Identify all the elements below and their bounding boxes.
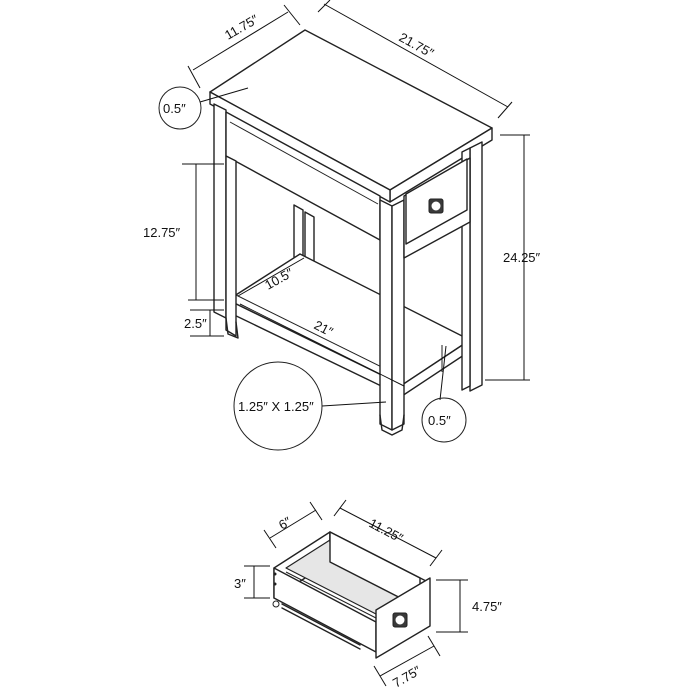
drawer-slide-rail bbox=[281, 603, 361, 646]
drawer-rail-screw-icon bbox=[272, 600, 280, 608]
drawer-width-tick-a bbox=[373, 665, 387, 687]
apron-line bbox=[229, 121, 379, 205]
length-dim-tick-b bbox=[497, 101, 513, 119]
drawer-inner-edge bbox=[285, 571, 377, 619]
back-right-leg bbox=[293, 204, 304, 263]
drawer-width-label: 7.75″ bbox=[390, 662, 424, 690]
drawer-length-dim-line bbox=[339, 507, 437, 559]
top-thickness-label: 0.5″ bbox=[163, 101, 186, 116]
back-left-leg bbox=[213, 103, 227, 319]
tabletop-left-edge bbox=[209, 91, 391, 203]
shelf-line bbox=[235, 294, 405, 379]
drawer-pull-ring-icon bbox=[431, 201, 441, 211]
drawer-front-label: 4.75″ bbox=[472, 599, 502, 614]
drawer-side-label: 3″ bbox=[234, 576, 246, 591]
depth-dim-tick-a bbox=[187, 65, 201, 89]
drawer-depth-dim-line bbox=[269, 509, 317, 539]
depth-dim-line bbox=[192, 11, 289, 71]
shelf-thickness-label: 0.5″ bbox=[428, 413, 451, 428]
length-dim-line bbox=[323, 3, 509, 108]
drawer-width-tick-b bbox=[427, 635, 441, 657]
drawer-length-label: 11.25″ bbox=[367, 515, 406, 545]
table-dimension-lines bbox=[182, 0, 530, 407]
drawer-length-tick-a bbox=[333, 499, 347, 517]
drawer-front-pull-ring-icon bbox=[395, 615, 405, 625]
drawer-dot-icon-b bbox=[273, 582, 277, 586]
drawer-dot-icon-a bbox=[273, 572, 277, 576]
depth-label: 11.75″ bbox=[222, 11, 261, 42]
length-dim-tick-a bbox=[317, 0, 331, 13]
shelf-length-dim-line bbox=[239, 303, 405, 387]
side-table-drawing bbox=[209, 29, 493, 436]
front-right-leg bbox=[379, 199, 393, 431]
leg-size-label: 1.25″ X 1.25″ bbox=[238, 399, 314, 414]
leg-size-circle bbox=[233, 361, 323, 451]
shelf-callout-line bbox=[439, 345, 447, 401]
top-callout-line bbox=[199, 87, 249, 103]
height-label: 24.25″ bbox=[503, 250, 541, 265]
drawer-drawing bbox=[272, 531, 431, 659]
top-thickness-circle bbox=[158, 86, 202, 130]
left-leg-foot bbox=[225, 317, 239, 339]
drawer-dimension-lines bbox=[244, 499, 468, 687]
shelf-clearance-label: 12.75″ bbox=[143, 225, 181, 240]
drawer-depth-tick-b bbox=[309, 501, 323, 521]
front-left-leg bbox=[225, 155, 237, 337]
shelf-height-label: 2.5″ bbox=[184, 316, 207, 331]
drawer-slide-rail-lower bbox=[281, 607, 361, 650]
right-leg-foot bbox=[379, 414, 405, 436]
front-right-leg-face bbox=[391, 199, 405, 431]
shelf-thickness-circle bbox=[421, 397, 467, 443]
drawer-depth-label: 6″ bbox=[276, 513, 294, 532]
depth-dim-tick-b bbox=[283, 4, 301, 26]
drawer-depth-tick-a bbox=[263, 529, 277, 549]
drawer-width-dim-line bbox=[379, 645, 435, 677]
back-leg-face bbox=[304, 211, 315, 263]
leg-callout-line bbox=[321, 401, 387, 407]
shelf-depth-dim-line bbox=[237, 257, 305, 297]
drawer-length-tick-b bbox=[429, 549, 443, 567]
rear-right-leg bbox=[469, 141, 483, 392]
